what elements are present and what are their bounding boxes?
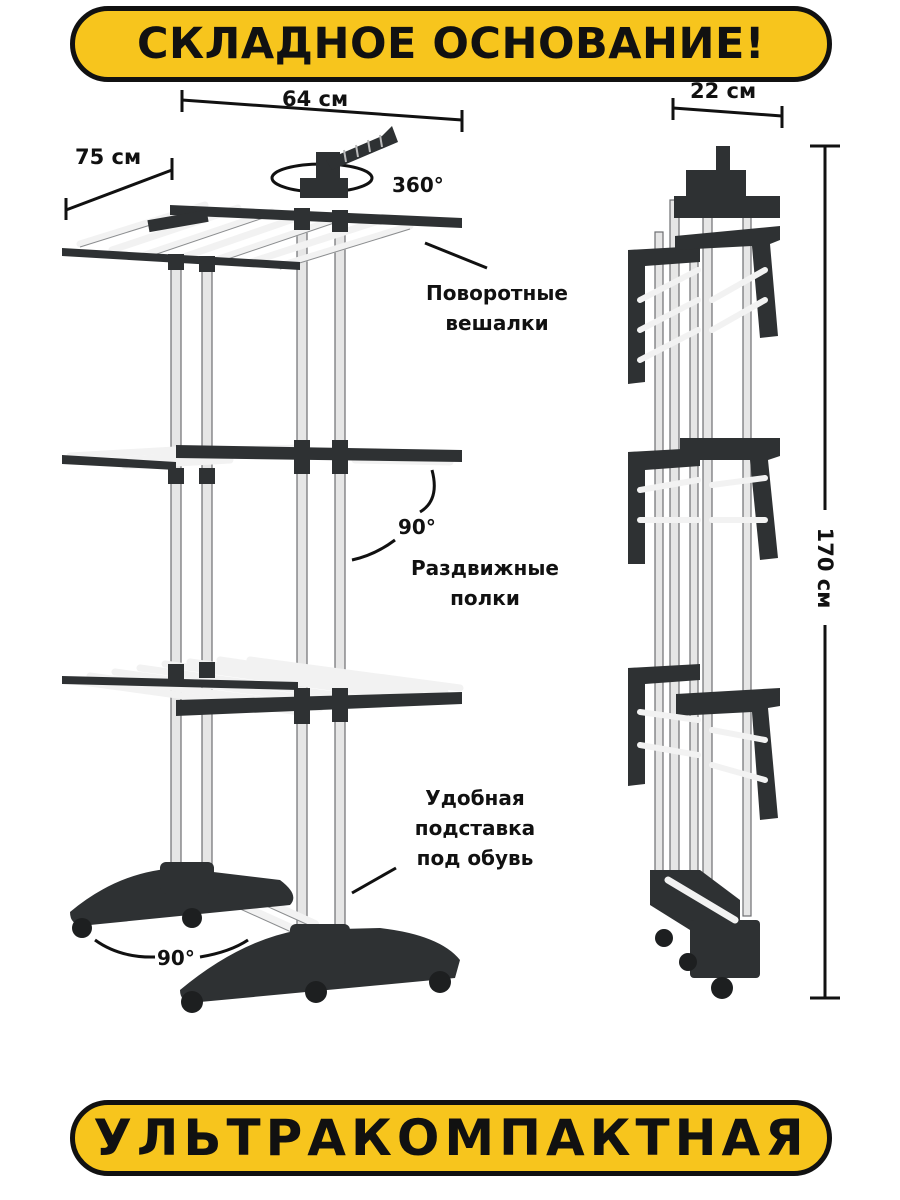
rotating-hanger	[300, 126, 398, 198]
rotation-angle-label: 360°	[392, 173, 444, 197]
extendable-shelves-line-2: полки	[450, 586, 520, 610]
height-dimension-line	[810, 144, 840, 1000]
width-label: 64 см	[282, 87, 349, 111]
shelf-bottom	[62, 656, 464, 724]
extendable-shelves-label: Раздвижные полки	[400, 553, 570, 613]
folded-shelf-top	[628, 226, 780, 384]
bottom-banner-text: УЛЬТРАКОМПАКТНАЯ	[93, 1109, 809, 1167]
dryer-folded	[628, 146, 780, 999]
shelf-fold-arc	[419, 469, 436, 514]
extendable-shelves-line-1: Раздвижные	[411, 556, 559, 580]
base-fold-arc	[94, 938, 249, 959]
folded-depth-dimension-line	[671, 98, 784, 128]
shelf-fold-angle-label: 90°	[398, 515, 436, 539]
rotating-hangers-label: Поворотные вешалки	[412, 278, 582, 338]
shoe-stand-label: Удобная подставка под обувь	[390, 783, 560, 873]
shoe-stand-line-2: подставка	[414, 816, 536, 840]
shoe-stand-pointer-line	[351, 866, 397, 895]
height-label: 170 см	[813, 527, 837, 609]
shelf-middle	[62, 440, 462, 484]
base-fold-angle-label: 90°	[157, 946, 195, 970]
shelf-top	[62, 201, 462, 272]
folded-depth-label: 22 см	[690, 79, 757, 103]
width-dimension-line	[180, 90, 464, 132]
shoe-stand-line-1: Удобная	[425, 786, 525, 810]
dryer-unfolded	[62, 126, 464, 1013]
top-banner-text: СКЛАДНОЕ ОСНОВАНИЕ!	[136, 19, 766, 69]
bottom-banner: УЛЬТРАКОМПАКТНАЯ	[70, 1100, 832, 1176]
depth-label: 75 см	[75, 145, 142, 169]
hangers-pointer-line	[424, 241, 488, 270]
folded-shelf-bottom	[628, 664, 780, 820]
depth-dimension-line	[64, 158, 174, 220]
shoe-stand-base	[70, 862, 460, 1013]
shelves-pointer-arc	[351, 538, 396, 562]
top-banner: СКЛАДНОЕ ОСНОВАНИЕ!	[70, 6, 832, 82]
rotating-hangers-line-2: вешалки	[445, 311, 549, 335]
shoe-stand-line-3: под обувь	[416, 846, 534, 870]
folded-shelf-middle	[628, 438, 780, 564]
rotating-hangers-line-1: Поворотные	[426, 281, 568, 305]
